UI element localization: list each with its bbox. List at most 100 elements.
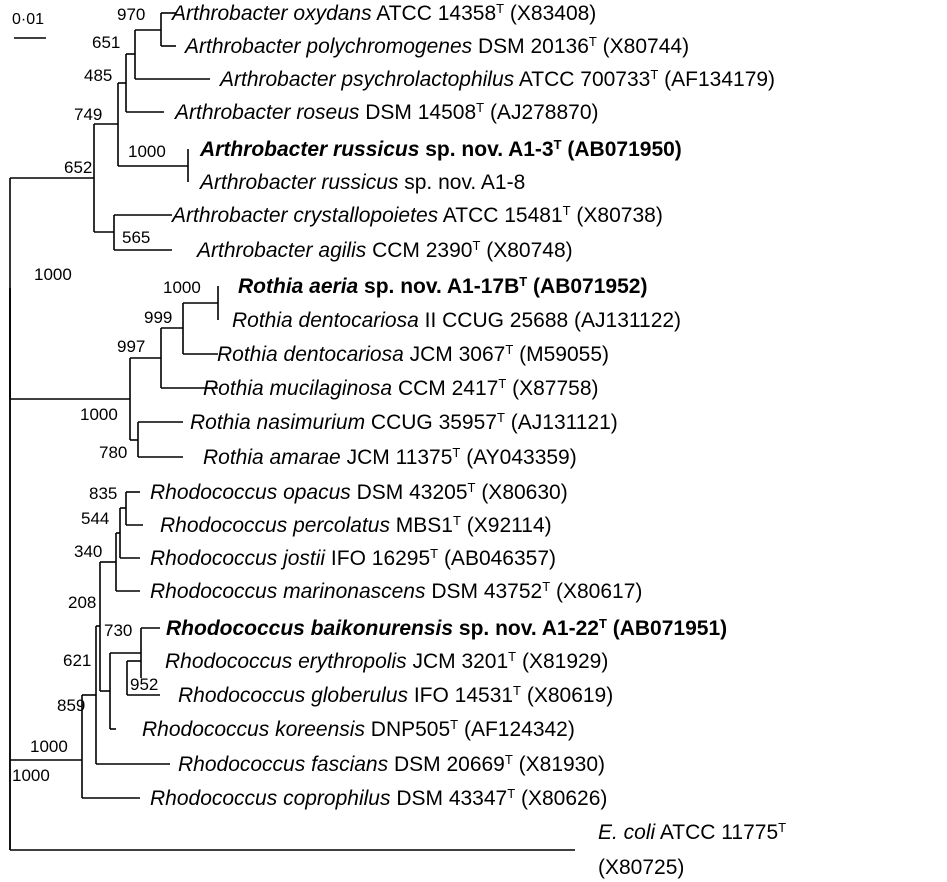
bootstrap-n_544: 544 <box>81 509 109 528</box>
type-strain-mark: T <box>498 376 506 391</box>
strain-id: IFO 16295 <box>325 547 430 570</box>
taxon-name: Rhodococcus marinonascens <box>150 580 426 603</box>
bootstrap-n_cryst_agilis: 565 <box>122 228 150 247</box>
type-strain-mark: T <box>497 410 505 425</box>
strain-id: ATCC 15481 <box>438 204 563 227</box>
taxon-name: Arthrobacter russicus <box>198 171 399 194</box>
taxon-label: Rhodococcus erythropolis JCM 3201T (X819… <box>165 649 608 674</box>
taxon-label: Rothia dentocariosa II CCUG 25688 (AJ131… <box>232 309 681 332</box>
strain-id: MBS1 <box>390 514 453 537</box>
strain-id: DSM 14508 <box>359 101 476 124</box>
accession-number: (X80617) <box>550 580 642 603</box>
type-strain-mark: T <box>563 203 571 218</box>
accession-number: (X83408) <box>504 2 596 25</box>
taxon-label: Rhodococcus coprophilus DSM 43347T (X806… <box>150 786 607 811</box>
taxon-name: Arthrobacter agilis <box>195 239 367 262</box>
taxon-label: Rothia nasimurium CCUG 35957T (AJ131121) <box>190 410 618 435</box>
accession-number: (AB071950) <box>562 138 682 161</box>
strain-id: CCM 2390 <box>366 239 472 262</box>
taxon-name: Rothia amarae <box>203 446 341 469</box>
type-strain-mark: T <box>554 137 562 152</box>
strain-id: DNP505 <box>365 718 450 741</box>
bootstrap-n_oxy_poly: 970 <box>117 5 145 24</box>
bootstrap-n_652: 652 <box>64 158 92 177</box>
bootstrap-n_485: 485 <box>84 66 112 85</box>
bootstrap-n_nas_amar: 780 <box>99 443 127 462</box>
taxon-name: Arthrobacter crystallopoietes <box>170 204 439 227</box>
taxon-label: Arthrobacter crystallopoietes ATCC 15481… <box>170 203 663 228</box>
bootstrap-n_roth: 1000 <box>80 405 118 424</box>
type-strain-mark: T <box>476 100 484 115</box>
type-strain-mark: T <box>507 786 515 801</box>
type-strain-mark: T <box>468 480 476 495</box>
accession-number: (X80725) <box>598 856 684 879</box>
type-strain-mark: T <box>452 445 460 460</box>
type-strain-mark: T <box>496 1 504 16</box>
strain-id: CCM 2417 <box>392 377 498 400</box>
accession-number: (X81929) <box>516 650 608 673</box>
taxon-name: Rhodococcus koreensis <box>142 718 365 741</box>
strain-id: DSM 43205 <box>351 481 468 504</box>
accession-number: (X80630) <box>475 481 567 504</box>
type-strain-mark: T <box>589 34 597 49</box>
accession-number: (M59055) <box>513 343 609 366</box>
accession-number: (AY043359) <box>460 446 576 469</box>
taxon-label: Rothia amarae JCM 11375T (AY043359) <box>203 445 577 470</box>
taxon-name: Rothia nasimurium <box>190 411 365 434</box>
bootstrap-n_ery_glob: 952 <box>130 675 158 694</box>
accession-number: (X81930) <box>513 753 605 776</box>
taxon-name: E. coli <box>598 821 657 844</box>
accession-number: (X80619) <box>521 684 613 707</box>
strain-id: JCM 11375 <box>341 446 453 469</box>
accession-number: (AB071951) <box>607 617 727 640</box>
type-strain-mark: T <box>505 342 513 357</box>
strain-id: DSM 43347 <box>390 787 507 810</box>
type-strain-mark: T <box>472 238 480 253</box>
taxon-label: Rhodococcus koreensis DNP505T (AF124342) <box>142 717 575 742</box>
accession-number: (X80626) <box>515 787 607 810</box>
taxon-name: Arthrobacter oxydans <box>170 2 372 25</box>
taxon-name: Rothia dentocariosa <box>232 309 419 332</box>
taxon-label: Rhodococcus opacus DSM 43205T (X80630) <box>150 480 568 505</box>
type-strain-mark: T <box>542 579 550 594</box>
strain-id: ATCC 700733 <box>514 68 650 91</box>
bootstrap-n_651: 651 <box>92 33 120 52</box>
accession-number: (AJ131122) <box>568 309 681 332</box>
type-strain-mark: T <box>650 67 658 82</box>
bootstrap-n_aeria: 1000 <box>163 278 201 297</box>
accession-number: (X87758) <box>506 377 598 400</box>
type-strain-mark: T <box>430 546 438 561</box>
taxon-label: Rhodococcus jostii IFO 16295T (AB046357) <box>150 546 556 571</box>
taxon-labels: Arthrobacter oxydans ATCC 14358T (X83408… <box>142 1 786 880</box>
taxon-label: Arthrobacter agilis CCM 2390T (X80748) <box>195 238 573 263</box>
taxon-name: Rhodococcus jostii <box>150 547 326 570</box>
accession-number: (AB046357) <box>438 547 556 570</box>
strain-id: sp. nov. A1-17B <box>358 275 519 298</box>
taxon-label: Arthrobacter psychrolactophilus ATCC 700… <box>218 67 775 92</box>
taxon-label: Rothia aeria sp. nov. A1-17BT (AB071952) <box>238 274 647 299</box>
strain-id: sp. nov. A1-3 <box>419 138 553 161</box>
strain-id: DSM 20669 <box>388 753 505 776</box>
type-strain-mark: T <box>453 513 461 528</box>
taxon-label: Arthrobacter polychromogenes DSM 20136T … <box>183 34 689 59</box>
taxon-name: Arthrobacter polychromogenes <box>183 35 473 58</box>
bootstrap-n_208: 208 <box>68 593 96 612</box>
bootstrap-values: 9706514857491000652565100010009999971000… <box>12 5 201 785</box>
strain-id: sp. nov. A1-8 <box>398 171 525 194</box>
taxon-label: Rhodococcus percolatus MBS1T (X92114) <box>160 513 552 538</box>
type-strain-mark: T <box>778 820 786 835</box>
type-strain-mark: T <box>519 274 527 289</box>
taxon-label: E. coli ATCC 11775T <box>598 820 786 845</box>
taxon-name: Rhodococcus erythropolis <box>165 650 407 673</box>
bootstrap-n_749: 749 <box>74 105 102 124</box>
accession-number: (AF134179) <box>658 68 775 91</box>
taxon-name: Rhodococcus baikonurensis <box>166 617 453 640</box>
bootstrap-n_999: 999 <box>144 308 172 327</box>
accession-number: (X80748) <box>480 239 572 262</box>
taxon-label: Rhodococcus baikonurensis sp. nov. A1-22… <box>166 616 727 641</box>
taxon-name: Arthrobacter russicus <box>199 138 419 161</box>
strain-id: IFO 14531 <box>408 684 513 707</box>
bootstrap-n_340: 340 <box>74 542 102 561</box>
strain-id: JCM 3201 <box>407 650 509 673</box>
strain-id: CCUG 35957 <box>365 411 497 434</box>
